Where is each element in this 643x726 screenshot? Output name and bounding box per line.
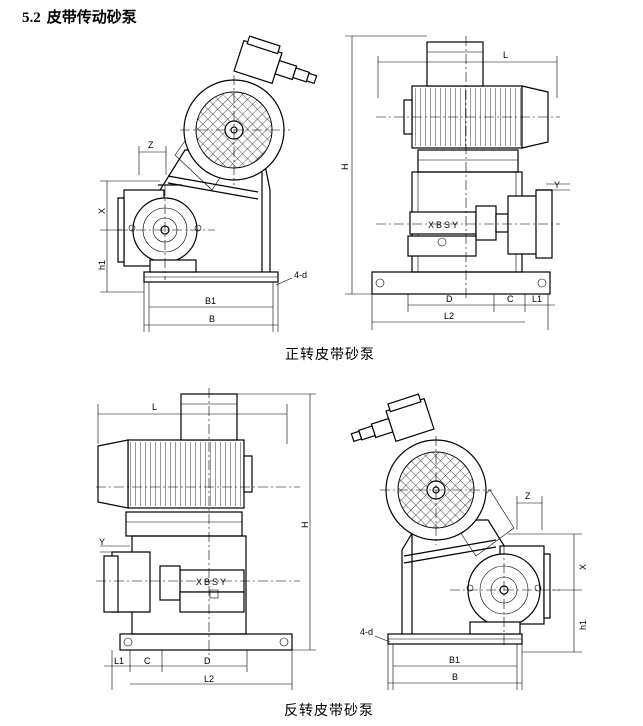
dim-label-h1: h1 [97,260,107,270]
dim-label-l2: L2 [444,311,454,321]
dim-label-b1: B1 [205,296,216,306]
nameplate-top: XBSY [428,220,460,230]
junction-box [233,35,318,85]
dim-label-h: H [340,164,350,171]
dim-label-c-reverse: C [144,656,151,666]
dim-label-z-reverse: Z [525,491,531,501]
dim-label-d: D [446,294,453,304]
dim-label-l2-reverse: L2 [204,674,214,684]
dim-label-l-reverse: L [152,402,157,412]
caption-reverse-pump: 反转皮带砂泵 [284,704,374,719]
section-number: 5.2 [22,10,41,26]
junction-box-reverse [350,393,435,443]
dim-label-h1-reverse: h1 [578,620,588,630]
reverse-front-view [96,388,316,690]
dim-label-c: C [507,294,514,304]
dim-label-b1-reverse: B1 [449,655,460,665]
dim-label-4d-reverse: 4-d [360,627,373,637]
section-title: 皮带传动砂泵 [46,10,137,26]
dim-label-z: Z [148,140,154,150]
dim-label-d-reverse: D [204,656,211,666]
dim-label-y: Y [554,180,560,190]
dim-label-y-reverse: Y [99,537,105,547]
dim-label-l1-reverse: L1 [114,656,124,666]
dim-label-4d: 4-d [294,270,307,280]
caption-forward-pump: 正转皮带砂泵 [285,348,375,363]
dim-label-x: X [97,208,107,214]
dim-label-b-reverse: B [452,672,458,682]
forward-front-view [345,35,570,330]
dim-label-b: B [209,314,215,324]
dim-label-l1: L1 [532,294,542,304]
reverse-side-view [350,393,582,690]
section-heading: 5.2 皮带传动砂泵 [22,6,137,27]
dim-label-l: L [503,50,508,60]
dim-label-h-reverse: H [300,522,310,529]
dim-label-x-reverse: X [578,564,588,570]
nameplate-bottom: XBSY [196,577,228,587]
forward-side-view [100,35,318,332]
